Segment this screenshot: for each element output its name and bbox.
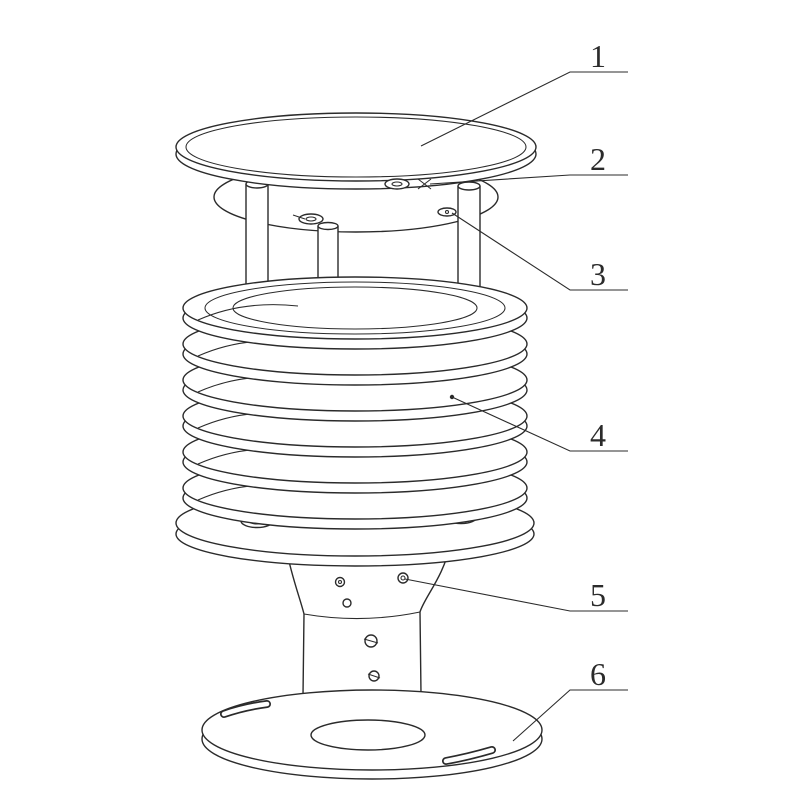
callouts: 1 2 3 4 5 6 — [404, 38, 628, 742]
callout-target-dot — [449, 394, 455, 400]
callout-leader-6 — [512, 689, 628, 742]
base-arc-slot-right — [442, 746, 496, 765]
sensor-fitting — [384, 178, 432, 190]
callout-label-2: 2 — [590, 141, 606, 177]
callout-5: 5 — [404, 577, 628, 613]
callout-label-5: 5 — [590, 577, 606, 613]
top-assembly — [175, 112, 537, 302]
sensor-port-right — [437, 207, 457, 217]
base-plate — [201, 689, 543, 780]
callout-leader-3 — [451, 212, 628, 291]
callout-leader-5 — [404, 578, 628, 612]
callout-label-3: 3 — [590, 256, 606, 292]
callout-leader-1 — [420, 71, 628, 147]
support-post-right — [457, 181, 481, 292]
callout-2: 2 — [429, 141, 628, 185]
callout-leader-4 — [451, 396, 628, 452]
louver-plate-top — [182, 276, 528, 350]
callout-leader-2 — [429, 174, 628, 185]
base-center-hole — [310, 719, 426, 751]
callout-label-1: 1 — [590, 38, 606, 74]
sensor-fitting-left — [292, 213, 324, 225]
callout-1: 1 — [420, 38, 628, 147]
louver-stack — [175, 276, 535, 567]
callout-label-4: 4 — [590, 417, 606, 453]
support-post-left — [245, 179, 269, 298]
base-arc-slot-left — [220, 700, 271, 718]
callout-label-6: 6 — [590, 656, 606, 692]
cone-body — [285, 544, 451, 702]
callout-4: 4 — [449, 394, 628, 453]
callout-6: 6 — [512, 656, 628, 742]
top-cap — [175, 112, 537, 190]
callout-3: 3 — [451, 212, 628, 292]
